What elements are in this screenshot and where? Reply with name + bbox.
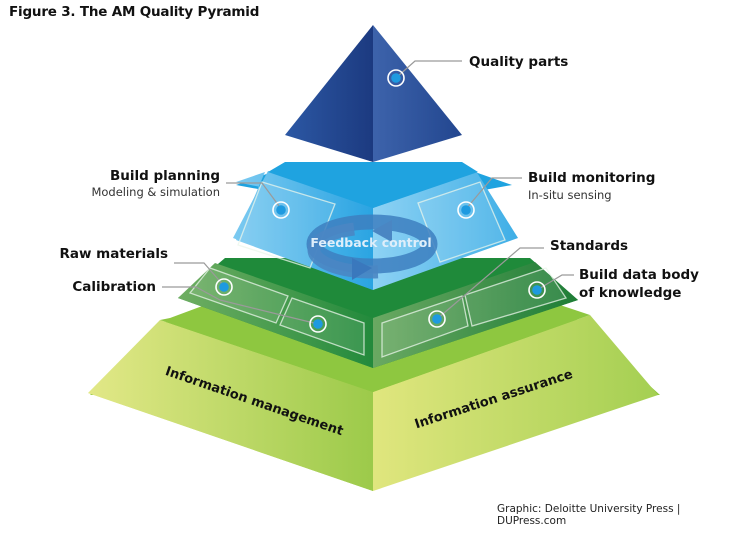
label-build-data-line1: Build data body [579, 267, 699, 283]
sublabel-build-planning: Modeling & simulation [91, 185, 220, 199]
leader-standards [436, 247, 544, 320]
marker-build-data [528, 281, 546, 299]
marker-calibration [309, 315, 327, 333]
feedback-control-loop: Feedback control [306, 214, 438, 280]
label-build-planning: Build planning [110, 168, 220, 184]
leader-raw-materials [174, 262, 225, 287]
top-left-face [285, 25, 373, 162]
marker-quality-parts [387, 69, 405, 87]
sublabel-build-monitoring: In-situ sensing [528, 188, 612, 202]
green-layer [178, 258, 578, 368]
figure-credit: Graphic: Deloitte University Press | DUP… [497, 503, 681, 527]
label-calibration: Calibration [72, 279, 156, 295]
label-standards: Standards [550, 238, 628, 254]
top-pyramid [285, 25, 462, 162]
blue-top-strip [268, 162, 478, 208]
leader-build-data [536, 274, 574, 291]
label-raw-materials: Raw materials [59, 246, 168, 262]
leader-quality-parts [396, 60, 462, 78]
leader-lines [162, 60, 574, 325]
feedback-control-label: Feedback control [310, 235, 431, 250]
feedback-ring-front [307, 221, 437, 279]
marker-build-planning [272, 201, 290, 219]
base-right-face [373, 315, 658, 491]
leader-calibration [162, 286, 319, 325]
label-quality-parts: Quality parts [469, 54, 568, 70]
marker-build-monitoring [457, 201, 475, 219]
marker-standards [428, 310, 446, 328]
label-build-monitoring: Build monitoring [528, 170, 655, 186]
base-left-face-fill [88, 320, 373, 491]
top-right-face [373, 25, 462, 162]
marker-raw-materials [215, 278, 233, 296]
figure-title: Figure 3. The AM Quality Pyramid [9, 4, 260, 20]
markers [215, 69, 546, 333]
base-layer [88, 305, 660, 491]
panel-raw-materials [188, 267, 289, 324]
label-build-data-line2: of knowledge [579, 285, 681, 301]
leader-build-monitoring [465, 177, 522, 210]
arrow-left-icon [372, 220, 392, 242]
arrow-right-icon [352, 258, 372, 280]
leader-build-planning [226, 182, 283, 211]
